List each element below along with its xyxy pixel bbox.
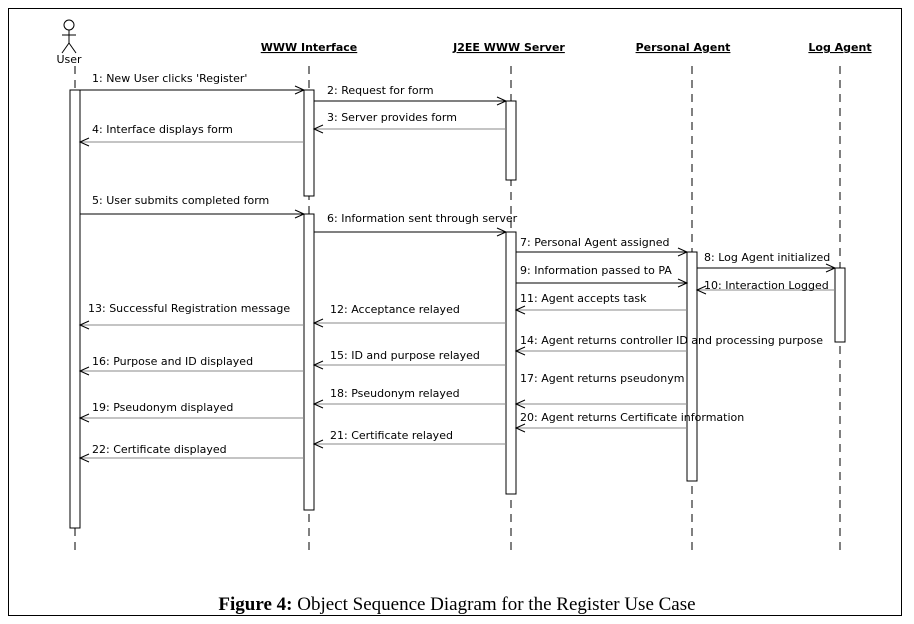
arrowhead-14 [514,346,526,356]
message-label-21: 21: Certificate relayed [330,429,453,442]
message-label-8: 8: Log Agent initialized [704,251,830,264]
arrowhead-6 [496,227,508,237]
actor-label: User [56,53,82,66]
arrowhead-13 [78,320,90,330]
arrowhead-11 [514,305,526,315]
arrowhead-18 [312,399,324,409]
message-label-20: 20: Agent returns Certificate informatio… [520,411,744,424]
message-label-9: 9: Information passed to PA [520,264,672,277]
message-label-12: 12: Acceptance relayed [330,303,460,316]
arrowhead-3 [312,124,324,134]
message-label-19: 19: Pseudonym displayed [92,401,233,414]
arrowhead-19 [78,413,90,423]
arrowhead-17 [514,399,526,409]
message-label-16: 16: Purpose and ID displayed [92,355,253,368]
arrowhead-1 [294,85,306,95]
arrowhead-16 [78,366,90,376]
activation-bar-j2ee [505,100,517,181]
participant-j2ee: J2EE WWW Server [452,41,565,54]
message-label-22: 22: Certificate displayed [92,443,227,456]
arrowhead-7 [677,247,689,257]
arrowhead-9 [677,278,689,288]
message-label-3: 3: Server provides form [327,111,457,124]
message-label-18: 18: Pseudonym relayed [330,387,460,400]
participant-pa: Personal Agent [636,41,731,54]
message-label-7: 7: Personal Agent assigned [520,236,669,249]
message-label-1: 1: New User clicks 'Register' [92,72,247,85]
message-label-17: 17: Agent returns pseudonym [520,372,684,385]
caption-text: Object Sequence Diagram for the Register… [292,594,696,615]
actor-left-leg [61,42,70,54]
message-label-2: 2: Request for form [327,84,434,97]
arrowhead-20 [514,423,526,433]
arrowhead-4 [78,137,90,147]
arrowhead-21 [312,439,324,449]
message-label-13: 13: Successful Registration message [88,302,290,315]
arrowhead-5 [294,209,306,219]
activation-bar-j2ee [505,231,517,495]
message-label-10: 10: Interaction Logged [704,279,829,292]
message-label-11: 11: Agent accepts task [520,292,647,305]
message-label-14: 14: Agent returns controller ID and proc… [520,334,823,347]
message-label-6: 6: Information sent through server [327,212,518,225]
activation-bar-log [834,267,846,343]
actor-head [63,19,75,31]
arrowhead-8 [825,263,837,273]
caption-prefix: Figure 4: [218,594,293,615]
message-label-4: 4: Interface displays form [92,123,233,136]
arrowhead-2 [496,96,508,106]
arrowhead-12 [312,318,324,328]
arrowhead-10 [695,285,707,295]
diagram-frame [8,8,902,616]
actor-right-leg [68,42,77,54]
sequence-diagram: User WWW Interface J2EE WWW Server Personal… [56,19,872,556]
activation-bar-www [303,213,315,511]
activation-bar-user [69,89,81,529]
message-label-5: 5: User submits completed form [92,194,269,207]
figure-caption: Figure 4: Object Sequence Diagram for th… [0,594,914,616]
arrowhead-15 [312,360,324,370]
activation-bar-www [303,89,315,197]
arrowhead-22 [78,453,90,463]
participant-www: WWW Interface [261,41,358,54]
activation-bar-pa [686,251,698,482]
message-label-15: 15: ID and purpose relayed [330,349,480,362]
participant-log: Log Agent [808,41,871,54]
